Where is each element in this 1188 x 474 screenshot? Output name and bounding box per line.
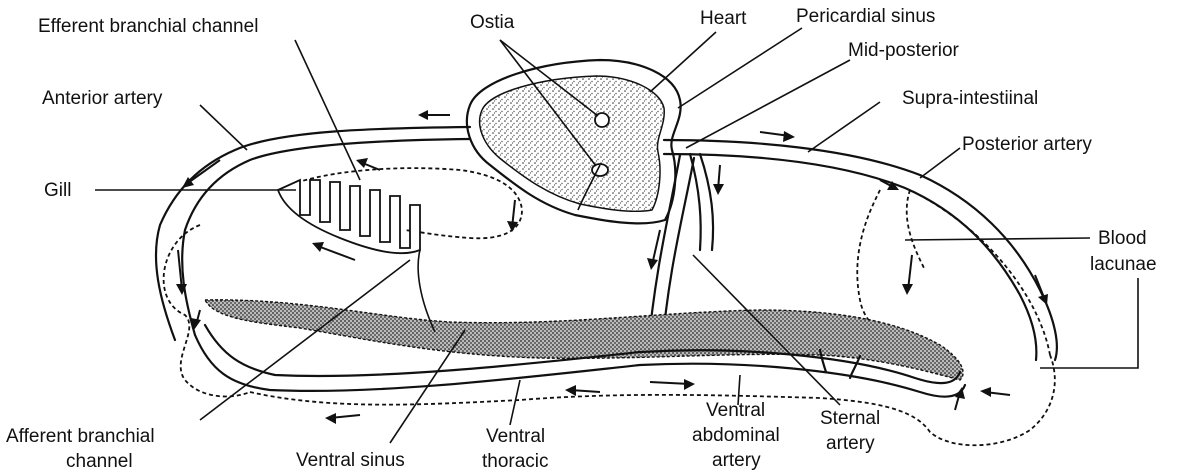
label-blood-lacunae-line1: Blood — [1098, 228, 1147, 249]
label-ventral-thoracic-line1: Ventral — [486, 426, 545, 447]
label-ostia: Ostia — [470, 12, 515, 33]
heart-group — [467, 60, 681, 223]
label-heart: Heart — [700, 8, 747, 29]
label-afferent-branchial-channel-line1: Afferent branchial — [6, 426, 155, 447]
label-posterior-artery: Posterior artery — [962, 134, 1092, 155]
label-ventral-sinus: Ventral sinus — [296, 450, 405, 471]
ventral-sinus-group — [205, 300, 963, 380]
label-pericardial-sinus: Pericardial sinus — [796, 6, 935, 27]
label-supra-intestinal: Supra-intestiinal — [902, 88, 1038, 109]
label-anterior-artery: Anterior artery — [42, 88, 163, 109]
label-efferent-branchial-channel: Efferent branchial channel — [38, 16, 258, 37]
label-ventral-abdominal-artery-line2: abdominal — [692, 425, 780, 446]
label-afferent-branchial-channel-line2: channel — [66, 451, 133, 472]
gill — [278, 180, 420, 253]
label-ventral-abdominal-artery-line1: Ventral — [706, 400, 765, 421]
label-sternal-artery-line2: artery — [826, 433, 875, 454]
label-ventral-thoracic-line2: thoracic — [482, 451, 549, 472]
label-blood-lacunae-line2: lacunae — [1090, 254, 1157, 275]
label-ventral-abdominal-artery-line3: artery — [712, 450, 761, 471]
ventral-sinus — [205, 300, 963, 380]
label-gill: Gill — [44, 180, 71, 201]
label-sternal-artery-line1: Sternal — [820, 408, 880, 429]
label-mid-posterior: Mid-posterior — [848, 40, 960, 61]
